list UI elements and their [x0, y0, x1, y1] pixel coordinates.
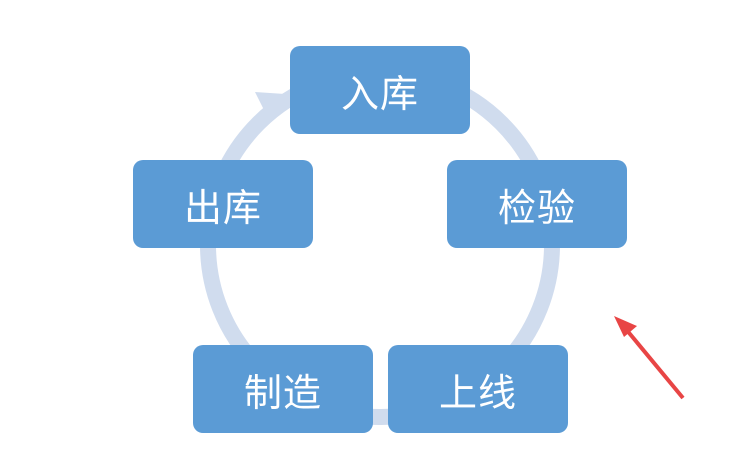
step-label: 入库 — [340, 71, 419, 116]
step-inspection: 检验 — [447, 160, 627, 248]
cycle-arrowhead-icon — [255, 92, 285, 122]
step-label: 检验 — [497, 185, 576, 230]
step-inbound: 入库 — [290, 46, 470, 134]
step-label: 上线 — [438, 370, 517, 415]
step-manufacture: 制造 — [193, 345, 373, 433]
red-pointer-arrow-icon — [614, 316, 685, 400]
step-label: 出库 — [183, 185, 262, 230]
step-online: 上线 — [388, 345, 568, 433]
step-label: 制造 — [243, 370, 322, 415]
step-outbound: 出库 — [133, 160, 313, 248]
